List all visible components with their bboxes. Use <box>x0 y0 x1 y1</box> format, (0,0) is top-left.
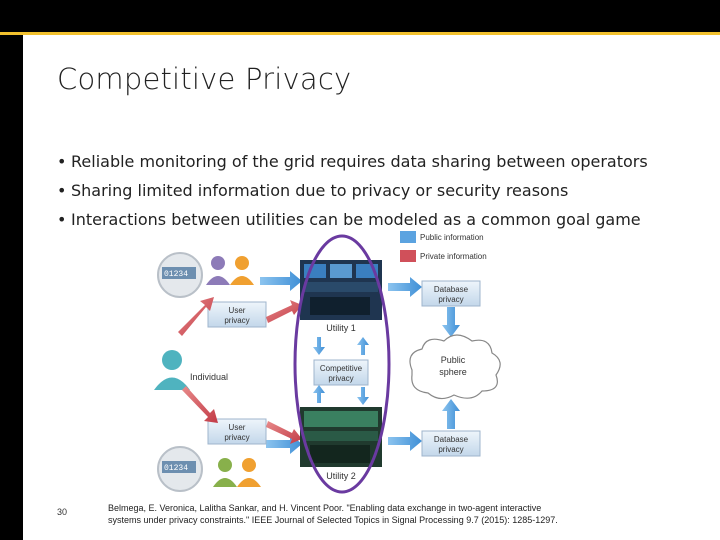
highlight-oval <box>293 234 391 494</box>
privacy-diagram: Public information Private information 0… <box>154 231 501 494</box>
competitive-privacy-box <box>313 359 369 386</box>
user-privacy-top-box <box>207 301 267 328</box>
person-green-icon <box>213 458 237 487</box>
bullet-list: •Reliable monitoring of the grid require… <box>57 147 648 234</box>
arrow-to-utility2 <box>357 387 369 405</box>
legend-private-label: Private information <box>420 252 487 261</box>
citation: Belmega, E. Veronica, Lalitha Sankar, an… <box>108 502 558 526</box>
individual-person-icon <box>154 350 190 390</box>
bullet-item: •Sharing limited information due to priv… <box>57 181 569 200</box>
slide-title: Competitive Privacy <box>57 62 352 96</box>
arrow-utility1-down <box>313 337 325 355</box>
bullet-item: •Reliable monitoring of the grid require… <box>57 152 648 171</box>
arrow-user-privacy-to-utility2 <box>266 421 302 444</box>
person-purple-icon <box>206 256 230 285</box>
database-privacy-bottom-label: privacy <box>438 445 463 454</box>
public-sphere-label: sphere <box>439 367 467 377</box>
smart-meter-bottom-icon: 01234 <box>157 446 203 492</box>
competitive-privacy-label: privacy <box>328 374 353 383</box>
legend-public-swatch <box>400 231 416 243</box>
individual-label: Individual <box>190 372 228 382</box>
user-privacy-bottom-label: User <box>229 423 246 432</box>
legend-public-label: Public information <box>420 233 484 242</box>
arrow-utility1-to-database <box>388 277 422 297</box>
person-orange-icon <box>230 256 254 285</box>
user-privacy-top-label: User <box>229 306 246 315</box>
utility2-label: Utility 2 <box>326 471 356 481</box>
utility1-label: Utility 1 <box>326 323 356 333</box>
meter-readout-top: 01234 <box>164 270 188 279</box>
arrow-database-bottom-to-cloud <box>442 399 460 429</box>
arrow-individual-to-user-privacy-top <box>178 297 214 336</box>
utility2-control-room-image <box>300 407 382 467</box>
accent-bar <box>0 32 720 35</box>
user-privacy-bottom-box <box>207 418 267 445</box>
bullet-text: Interactions between utilities can be mo… <box>71 210 641 229</box>
person-orange-icon <box>237 458 261 487</box>
bullet-item: •Interactions between utilities can be m… <box>57 210 641 229</box>
arrow-individual-to-user-privacy-bottom <box>182 386 218 423</box>
legend-private-swatch <box>400 250 416 262</box>
competitive-privacy-label: Competitive <box>320 364 363 373</box>
arrow-to-utility1 <box>357 337 369 355</box>
arrow-database-top-to-cloud <box>442 307 460 337</box>
public-sphere-label: Public <box>441 355 466 365</box>
database-privacy-top-box <box>421 280 481 307</box>
page-number: 30 <box>57 507 68 517</box>
database-privacy-top-label: privacy <box>438 295 463 304</box>
database-privacy-top-label: Database <box>434 285 469 294</box>
user-privacy-top-label: privacy <box>224 316 249 325</box>
bullet-text: Reliable monitoring of the grid requires… <box>71 152 648 171</box>
public-sphere-cloud-icon <box>409 334 501 400</box>
meter-readout-bottom: 01234 <box>164 464 188 473</box>
citation-line: systems under privacy constraints." IEEE… <box>108 515 558 525</box>
citation-line: Belmega, E. Veronica, Lalitha Sankar, an… <box>108 503 542 513</box>
arrow-user-privacy-to-utility1 <box>266 300 302 323</box>
smart-meter-top-icon: 01234 <box>157 252 203 298</box>
bullet-text: Sharing limited information due to priva… <box>71 181 569 200</box>
arrow-utility2-up <box>313 385 325 403</box>
arrow-meter-to-utility1 <box>260 271 302 291</box>
user-privacy-bottom-label: privacy <box>224 433 249 442</box>
database-privacy-bottom-label: Database <box>434 435 469 444</box>
arrow-utility2-to-database <box>388 431 422 451</box>
database-privacy-bottom-box <box>421 430 481 457</box>
utility1-control-room-image <box>300 260 382 320</box>
